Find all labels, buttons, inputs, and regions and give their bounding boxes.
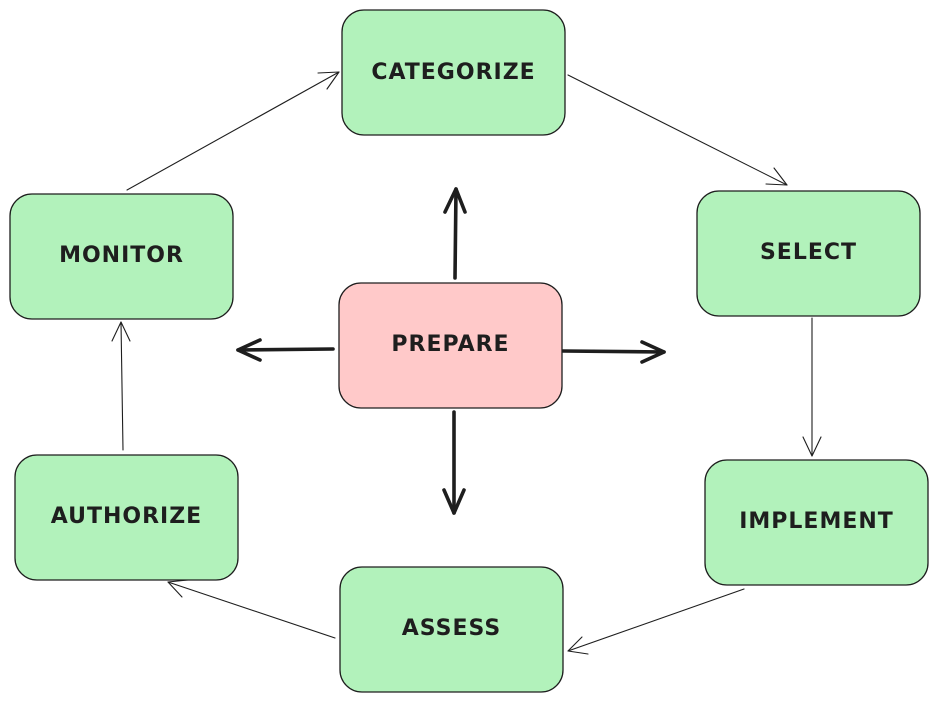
center-arrow-right <box>561 340 666 364</box>
node-categorize-label: CATEGORIZE <box>371 60 535 85</box>
node-assess: ASSESS <box>339 566 564 693</box>
node-authorize-label: AUTHORIZE <box>51 504 202 529</box>
node-prepare-label: PREPARE <box>391 332 509 357</box>
arrow-authorize-to-monitor <box>111 321 131 451</box>
node-implement-label: IMPLEMENT <box>739 509 894 534</box>
node-monitor: MONITOR <box>9 193 234 320</box>
node-monitor-label: MONITOR <box>59 243 184 268</box>
node-implement: IMPLEMENT <box>704 459 929 586</box>
arrow-monitor-to-categorize <box>126 71 340 191</box>
node-select-label: SELECT <box>760 240 857 265</box>
node-prepare-box <box>338 282 563 409</box>
center-arrows <box>236 187 666 515</box>
node-select: SELECT <box>696 190 921 317</box>
center-arrow-left <box>236 338 335 362</box>
node-select-box <box>696 190 921 317</box>
cycle-arrows <box>111 71 822 655</box>
node-categorize: CATEGORIZE <box>341 9 566 136</box>
node-monitor-box <box>9 193 234 320</box>
node-authorize-box <box>14 454 239 581</box>
node-implement-box <box>704 459 929 586</box>
arrow-assess-to-authorize <box>167 579 336 639</box>
center-arrow-down <box>442 410 466 515</box>
center-arrow-up <box>443 187 467 280</box>
node-assess-box <box>339 566 564 693</box>
node-authorize: AUTHORIZE <box>14 454 239 581</box>
arrow-implement-to-assess <box>567 588 745 655</box>
node-assess-label: ASSESS <box>402 616 501 641</box>
arrow-categorize-to-select <box>567 74 788 186</box>
node-prepare: PREPARE <box>338 282 563 409</box>
arrow-select-to-implement <box>802 317 822 457</box>
node-categorize-box <box>341 9 566 136</box>
